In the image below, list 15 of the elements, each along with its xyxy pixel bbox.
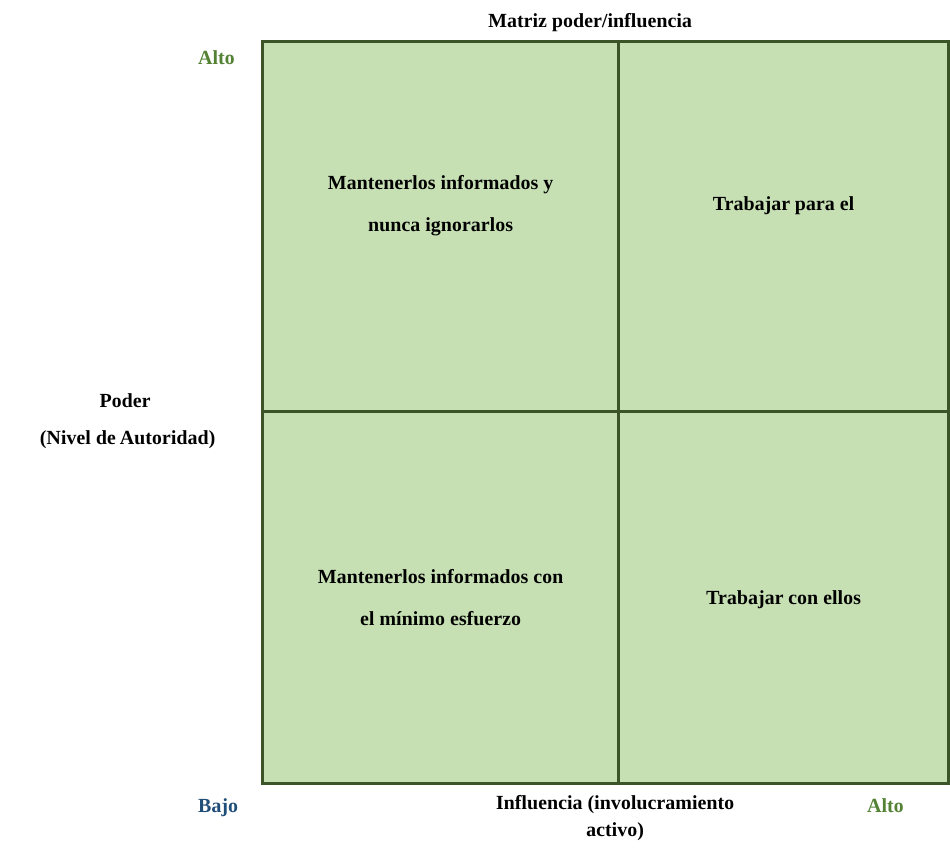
quadrant-text: Mantenerlos informados con el mínimo esfuerzo — [316, 564, 564, 632]
quadrant-cell — [261, 40, 620, 413]
quadrant-text: Trabajar para el — [712, 192, 854, 217]
quadrant-text: Mantenerlos informados y nunca ignorarlos — [326, 171, 554, 238]
quadrant-cell — [617, 410, 950, 785]
quadrant-cell — [617, 40, 950, 413]
quadrant-text: Trabajar con ellos — [706, 586, 861, 610]
axis-subtitle: (Nivel de Autoridad) — [38, 426, 216, 451]
axis-end-label: Bajo — [197, 794, 239, 819]
axis-title: Poder — [98, 389, 152, 414]
axis-title: Influencia (involucramiento activo) — [494, 791, 736, 843]
chart-title: Matriz poder/influencia — [487, 10, 693, 33]
quadrant-cell — [261, 410, 620, 785]
axis-end-label: Alto — [866, 794, 905, 819]
axis-end-label: Alto — [197, 46, 236, 71]
